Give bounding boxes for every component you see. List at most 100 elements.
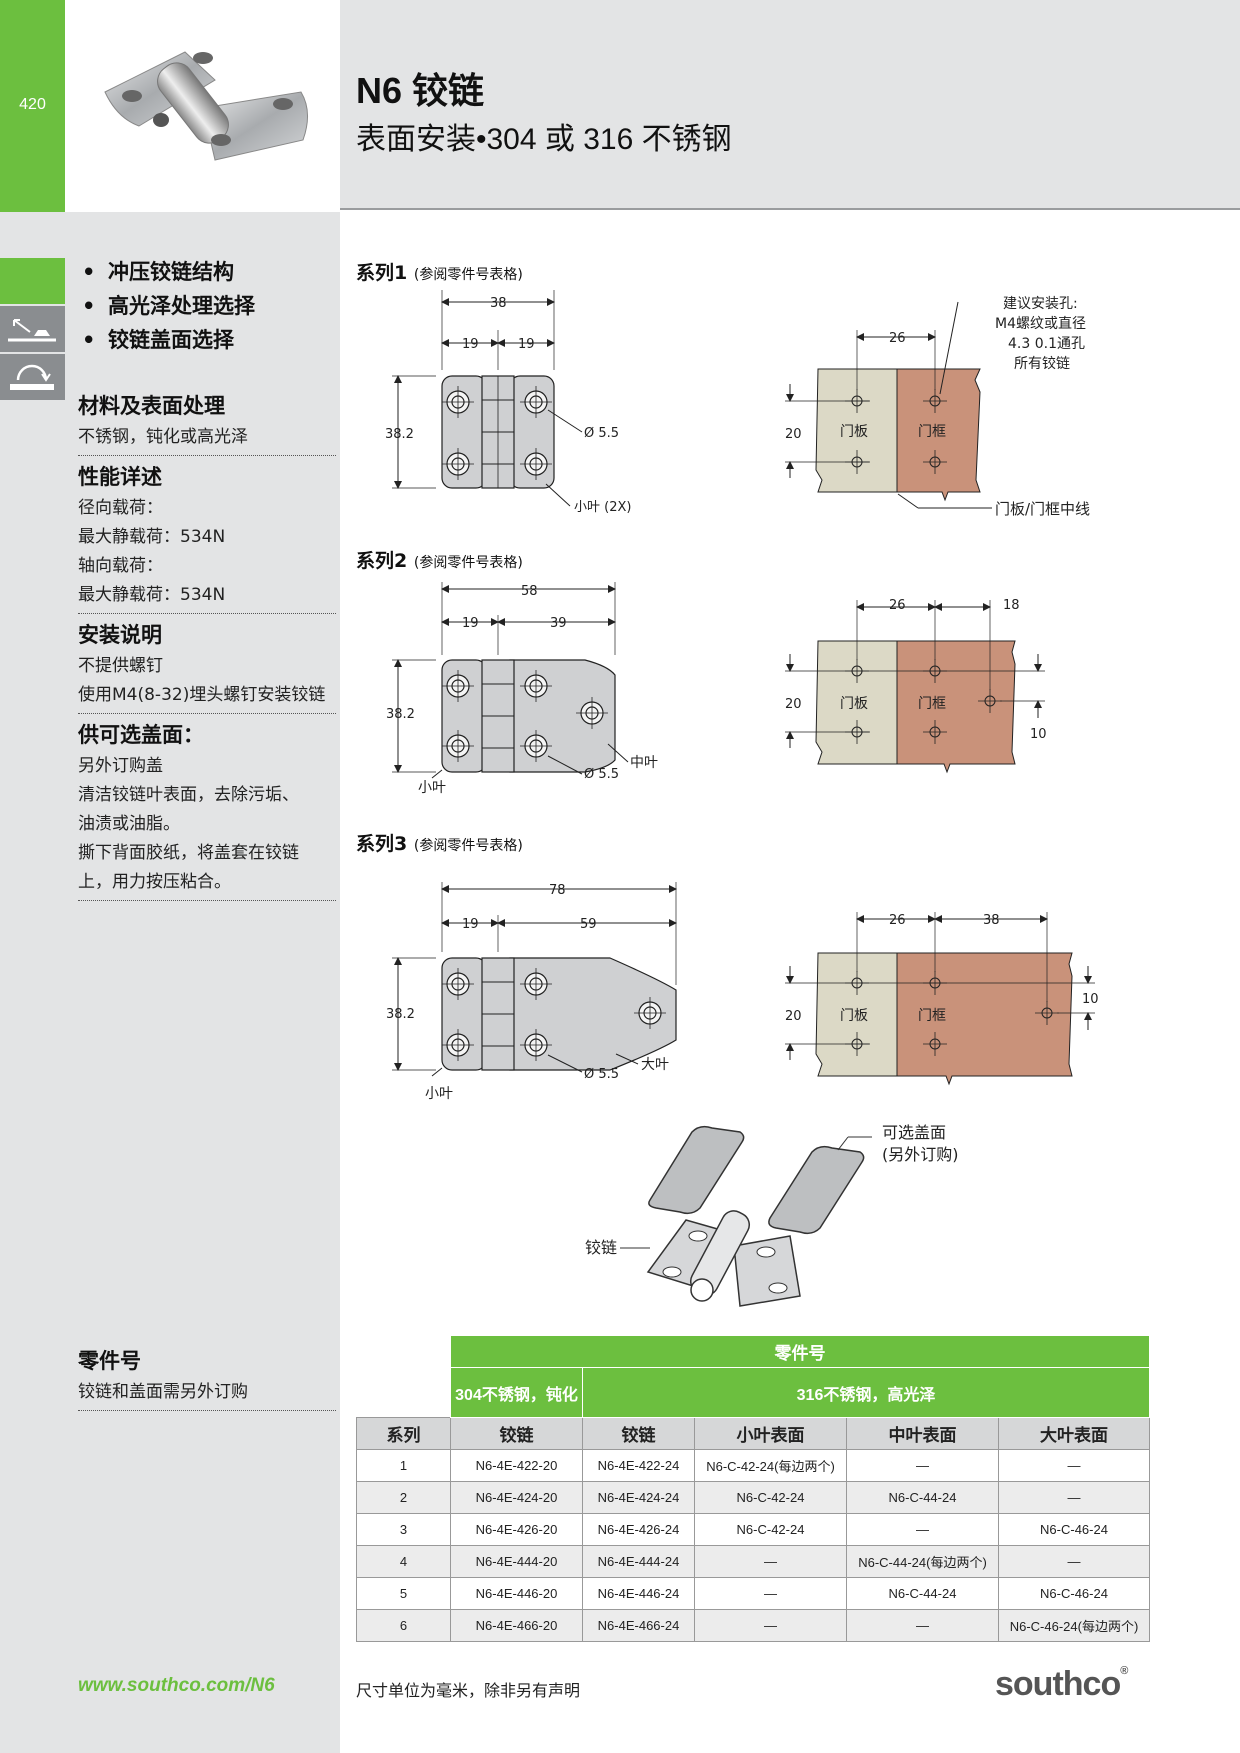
table-cell: N6-4E-444-20 bbox=[450, 1545, 583, 1578]
radial-value: 最大静载荷：534N bbox=[78, 527, 226, 547]
dim-26: 26 bbox=[889, 331, 906, 346]
dim-38-2: 38.2 bbox=[386, 1007, 415, 1022]
feature-item: 高光泽处理选择 bbox=[80, 289, 340, 323]
table-cell: 6 bbox=[356, 1609, 451, 1642]
surface-mount-icon bbox=[0, 306, 65, 352]
cover-line: 清洁铰链叶表面，去除污垢、 bbox=[78, 785, 299, 805]
table-cell: N6-4E-422-20 bbox=[450, 1449, 583, 1482]
table-cell: N6-C-44-24 bbox=[846, 1577, 999, 1610]
table-cell: N6-4E-444-24 bbox=[582, 1545, 695, 1578]
frame-label: 门框 bbox=[918, 1008, 946, 1024]
material-text: 不锈钢，钝化或高光泽 bbox=[78, 427, 248, 447]
divider bbox=[78, 610, 336, 614]
cover-illustration bbox=[620, 1125, 872, 1307]
hinge-label: 铰链 bbox=[585, 1238, 617, 1257]
install-heading: 安装说明 bbox=[78, 623, 162, 647]
dim-58: 58 bbox=[521, 584, 538, 599]
table-caption: 零件号 bbox=[450, 1335, 1150, 1368]
series-3-title: 系列3 (参阅零件号表格) bbox=[356, 833, 523, 855]
hole-dia: Ø 5.5 bbox=[584, 1067, 619, 1082]
small-leaf-label: 小叶 (2X) bbox=[574, 500, 631, 515]
table-cell: — bbox=[694, 1577, 847, 1610]
material-heading: 材料及表面处理 bbox=[78, 394, 225, 418]
series-3-mount-drawing bbox=[785, 912, 1095, 1086]
rotation-hinge-icon bbox=[0, 354, 65, 400]
axial-label: 轴向载荷： bbox=[78, 556, 163, 576]
dim-18: 18 bbox=[1003, 598, 1020, 613]
install-line: 不提供螺钉 bbox=[78, 656, 163, 676]
parts-note: 零件号 铰链和盖面需另外订购 bbox=[78, 1340, 336, 1413]
table-cell: 3 bbox=[356, 1513, 451, 1546]
units-note: 尺寸单位为毫米，除非另有声明 bbox=[356, 1681, 581, 1700]
install-line: 使用M4(8-32)埋头螺钉安装铰链 bbox=[78, 685, 326, 705]
dim-19: 19 bbox=[462, 337, 479, 352]
table-cell: N6-4E-446-24 bbox=[582, 1577, 695, 1610]
table-cell: N6-4E-466-20 bbox=[450, 1609, 583, 1642]
centerline-label: 门板/门框中线 bbox=[995, 500, 1090, 518]
parts-text: 铰链和盖面需另外订购 bbox=[78, 1382, 248, 1402]
install-hole-note: 4.3 0.1通孔 bbox=[1008, 336, 1085, 352]
table-cell: — bbox=[998, 1449, 1150, 1482]
table-cell: N6-4E-422-24 bbox=[582, 1449, 695, 1482]
series-3-hinge-drawing bbox=[392, 882, 677, 1077]
divider bbox=[78, 897, 336, 901]
hole-dia: Ø 5.5 bbox=[584, 426, 619, 441]
table-cell: — bbox=[694, 1609, 847, 1642]
dim-39: 39 bbox=[550, 616, 567, 631]
series-2-title: 系列2 (参阅零件号表格) bbox=[356, 550, 523, 572]
dim-78: 78 bbox=[549, 883, 566, 898]
mid-leaf-label: 中叶 bbox=[630, 755, 658, 771]
table-cell: N6-C-46-24(每边两个) bbox=[998, 1609, 1150, 1642]
series-2-hinge-drawing bbox=[392, 582, 629, 779]
small-leaf-label: 小叶 bbox=[418, 780, 446, 796]
group-316: 316不锈钢，高光泽 bbox=[582, 1367, 1150, 1418]
dim-10: 10 bbox=[1082, 992, 1099, 1007]
table-cell: N6-4E-424-24 bbox=[582, 1481, 695, 1514]
large-leaf-label: 大叶 bbox=[641, 1057, 669, 1073]
feature-item: 冲压铰链结构 bbox=[80, 255, 340, 289]
cover-line: 另外订购盖 bbox=[78, 756, 163, 776]
frame-label: 门框 bbox=[918, 696, 946, 712]
dim-19: 19 bbox=[462, 616, 479, 631]
table-cell: — bbox=[846, 1449, 999, 1482]
table-cell: N6-C-46-24 bbox=[998, 1513, 1150, 1546]
table-cell: N6-4E-424-20 bbox=[450, 1481, 583, 1514]
dim-38: 38 bbox=[490, 296, 507, 311]
dim-38-2: 38.2 bbox=[386, 707, 415, 722]
dim-26: 26 bbox=[889, 598, 906, 613]
dim-38-2: 38.2 bbox=[385, 427, 414, 442]
cover-label: 可选盖面 bbox=[882, 1123, 946, 1142]
col-header: 铰链 bbox=[582, 1417, 695, 1450]
dim-20: 20 bbox=[785, 1009, 802, 1024]
door-label: 门板 bbox=[840, 424, 868, 440]
website-link[interactable]: www.southco.com/N6 bbox=[78, 1675, 275, 1696]
dim-26: 26 bbox=[889, 913, 906, 928]
dim-59: 59 bbox=[580, 917, 597, 932]
section-tab bbox=[0, 258, 65, 304]
install-hole-note: 建议安装孔: bbox=[1003, 296, 1078, 312]
radial-label: 径向载荷： bbox=[78, 498, 163, 518]
table-cell: N6-4E-426-20 bbox=[450, 1513, 583, 1546]
dim-10: 10 bbox=[1030, 727, 1047, 742]
table-cell: N6-4E-446-20 bbox=[450, 1577, 583, 1610]
table-cell: — bbox=[846, 1609, 999, 1642]
table-cell: N6-4E-426-24 bbox=[582, 1513, 695, 1546]
col-header: 小叶表面 bbox=[694, 1417, 847, 1450]
table-cell: — bbox=[846, 1513, 999, 1546]
divider bbox=[78, 452, 336, 456]
spec-section: 材料及表面处理 不锈钢，钝化或高光泽 性能详述 径向载荷： 最大静载荷：534N… bbox=[78, 385, 336, 903]
table-cell: — bbox=[694, 1545, 847, 1578]
parts-table: 零件号 304不锈钢，钝化 316不锈钢，高光泽 系列 铰链 铰链 小叶表面 中… bbox=[356, 1335, 1150, 1642]
page-title: N6 铰链 bbox=[356, 70, 485, 111]
cover-line: 撕下背面胶纸，将盖套在铰链 bbox=[78, 843, 299, 863]
dim-20: 20 bbox=[785, 427, 802, 442]
col-header: 中叶表面 bbox=[846, 1417, 999, 1450]
technical-drawings: 38 19 19 38.2 Ø 5.5 小叶 (2X) 26 20 门板 门框 … bbox=[385, 290, 1099, 1307]
col-header: 铰链 bbox=[450, 1417, 583, 1450]
dim-19: 19 bbox=[518, 337, 535, 352]
cover-heading: 供可选盖面： bbox=[78, 723, 204, 747]
